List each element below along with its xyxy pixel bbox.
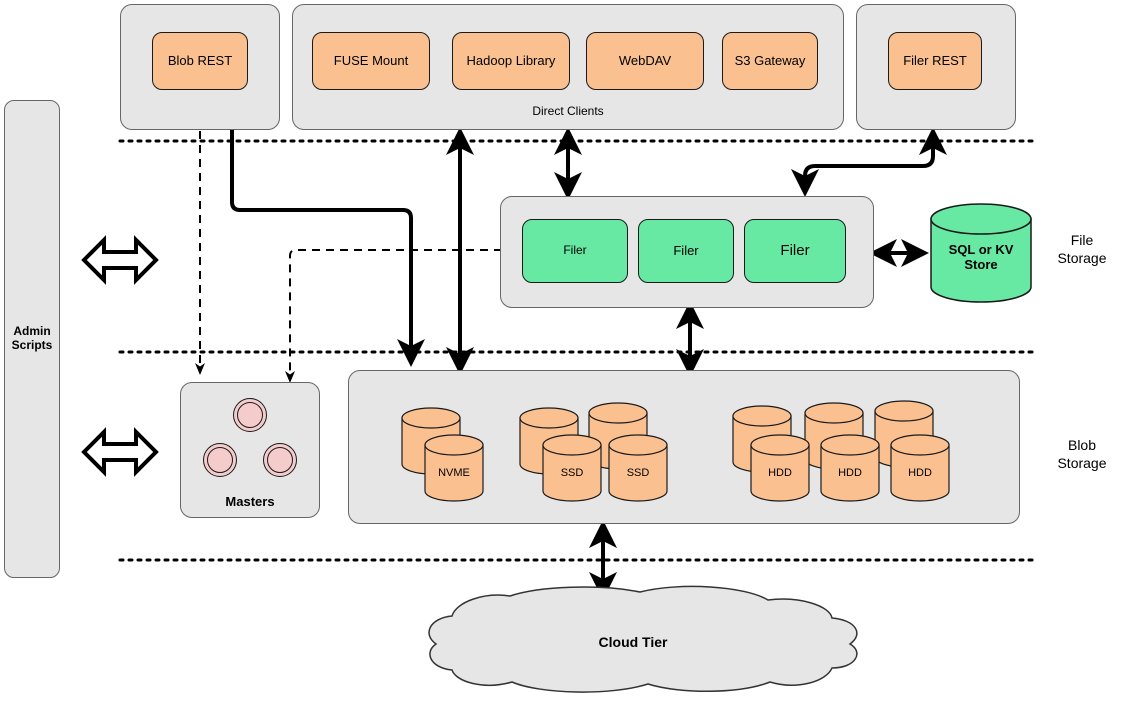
volume-hdd-label-2: HDD bbox=[838, 467, 862, 479]
tier-label-file-storage-line2: Storage bbox=[1057, 249, 1107, 266]
metadata-store-cylinder[interactable]: SQL or KV Store bbox=[930, 203, 1032, 303]
master-node-3[interactable] bbox=[263, 443, 297, 477]
admin-scripts-label-line2: Scripts bbox=[11, 338, 53, 352]
volume-hdd-label-3: HDD bbox=[908, 467, 932, 479]
volume-hdd-front-3[interactable]: HDD bbox=[890, 434, 950, 502]
volume-hdd-front-1[interactable]: HDD bbox=[750, 434, 810, 502]
volume-ssd-front-1[interactable]: SSD bbox=[542, 434, 602, 502]
filer-node-3-label: Filer bbox=[780, 242, 810, 260]
volume-hdd-front-2[interactable]: HDD bbox=[820, 434, 880, 502]
tier-label-blob-storage: Blob Storage bbox=[1044, 437, 1120, 472]
tier-label-blob-storage-line1: Blob bbox=[1067, 437, 1097, 453]
volume-ssd-front-2[interactable]: SSD bbox=[608, 434, 668, 502]
client-fuse-mount-label: FUSE Mount bbox=[333, 52, 409, 68]
masters-label: Masters bbox=[225, 494, 275, 509]
volume-nvme-front-1[interactable]: NVME bbox=[424, 434, 484, 502]
admin-to-blob-storage-arrow bbox=[81, 427, 159, 477]
client-filer-rest-label: Filer REST bbox=[903, 52, 967, 68]
client-hadoop-library-label: Hadoop Library bbox=[466, 52, 556, 68]
admin-scripts-label-line1: Admin bbox=[13, 324, 51, 339]
tier-label-file-storage: File Storage bbox=[1044, 232, 1120, 267]
metadata-store-label-line2: Store bbox=[964, 256, 998, 272]
client-fuse-mount[interactable]: FUSE Mount bbox=[312, 32, 430, 90]
volume-ssd-label-1: SSD bbox=[560, 467, 584, 479]
filer-node-1[interactable]: Filer bbox=[522, 219, 628, 283]
volume-nvme-label: NVME bbox=[438, 467, 470, 479]
client-webdav-label: WebDAV bbox=[618, 52, 672, 68]
wire-filerrest-to-filers bbox=[791, 127, 947, 197]
master-node-1[interactable] bbox=[233, 398, 267, 432]
master-node-2[interactable] bbox=[203, 443, 237, 477]
admin-to-file-storage-arrow bbox=[81, 235, 159, 285]
volume-ssd-label-2: SSD bbox=[626, 467, 650, 479]
filer-node-1-label: Filer bbox=[563, 243, 587, 258]
client-webdav[interactable]: WebDAV bbox=[586, 32, 704, 90]
client-s3-gateway[interactable]: S3 Gateway bbox=[722, 32, 818, 90]
volume-hdd-label-1: HDD bbox=[768, 467, 792, 479]
cloud-tier-label: Cloud Tier bbox=[598, 634, 668, 650]
tier-label-file-storage-line1: File bbox=[1070, 232, 1094, 248]
wire-filer-to-masters bbox=[285, 249, 502, 383]
client-blob-rest-label: Blob REST bbox=[167, 52, 233, 68]
filer-node-2[interactable]: Filer bbox=[638, 219, 734, 283]
client-filer-rest[interactable]: Filer REST bbox=[888, 32, 982, 90]
client-s3-gateway-label: S3 Gateway bbox=[734, 52, 806, 68]
wire-blobrest-to-volumes bbox=[230, 128, 425, 367]
metadata-store-label-line1: SQL or KV bbox=[948, 242, 1014, 257]
tier-label-blob-storage-line2: Storage bbox=[1057, 454, 1107, 471]
client-blob-rest[interactable]: Blob REST bbox=[152, 32, 248, 90]
filer-node-2-label: Filer bbox=[673, 242, 699, 258]
filer-node-3[interactable]: Filer bbox=[744, 219, 846, 283]
client-hadoop-library[interactable]: Hadoop Library bbox=[452, 32, 570, 90]
admin-scripts-panel[interactable]: Admin Scripts bbox=[4, 100, 60, 578]
direct-clients-caption: Direct Clients bbox=[532, 104, 604, 118]
